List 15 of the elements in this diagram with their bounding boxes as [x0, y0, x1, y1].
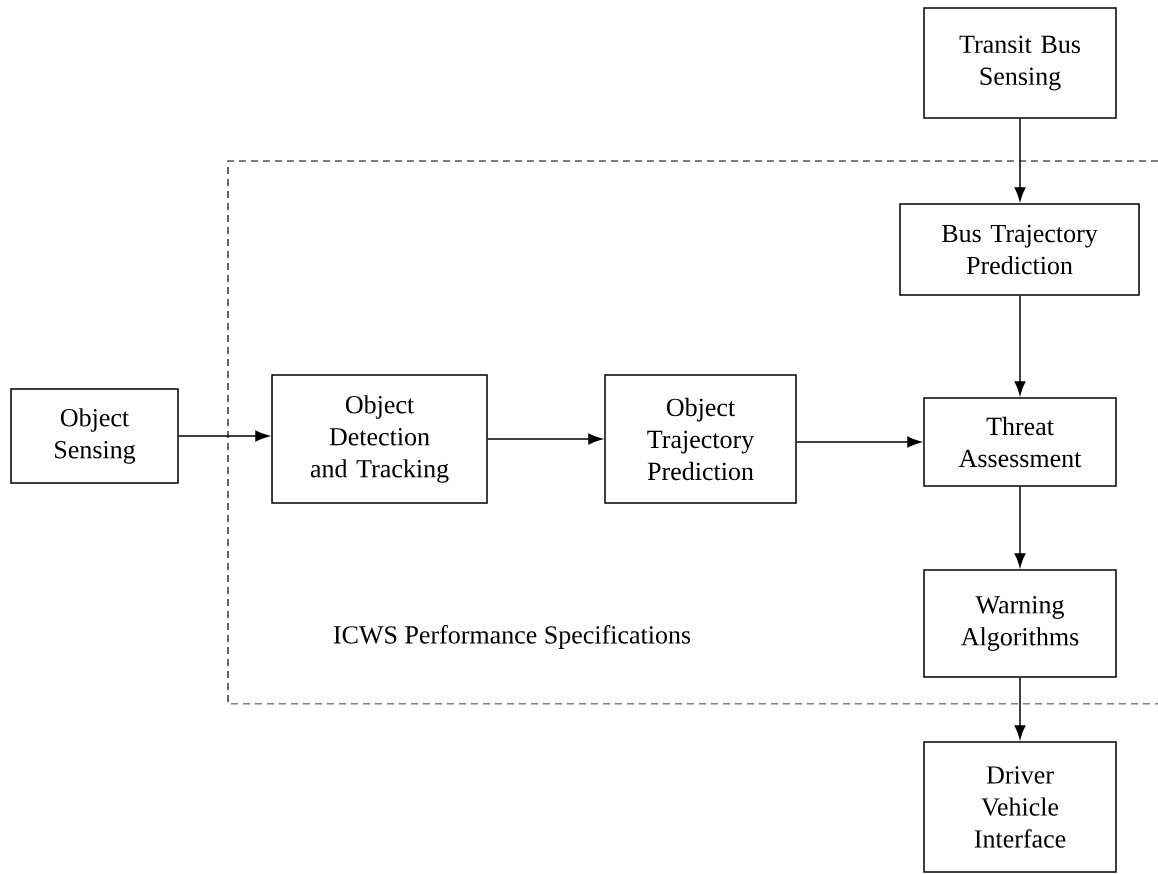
process-box: Driver Vehicle Interface [923, 741, 1117, 873]
arrow [1014, 677, 1026, 739]
process-box: Warning Algorithms [923, 569, 1117, 678]
process-box: Object Trajectory Prediction [604, 374, 797, 504]
arrow [1014, 486, 1026, 567]
arrow [796, 436, 921, 448]
arrow [178, 430, 269, 442]
process-box: Transit Bus Sensing [923, 7, 1117, 119]
process-box: Bus Trajectory Prediction [899, 203, 1140, 296]
arrow [487, 433, 602, 445]
arrow [1014, 295, 1026, 395]
arrow [1014, 118, 1026, 201]
process-box: Object Sensing [10, 388, 179, 484]
process-box: Threat Assessment [923, 397, 1117, 487]
process-box: Object Detection and Tracking [271, 374, 488, 504]
